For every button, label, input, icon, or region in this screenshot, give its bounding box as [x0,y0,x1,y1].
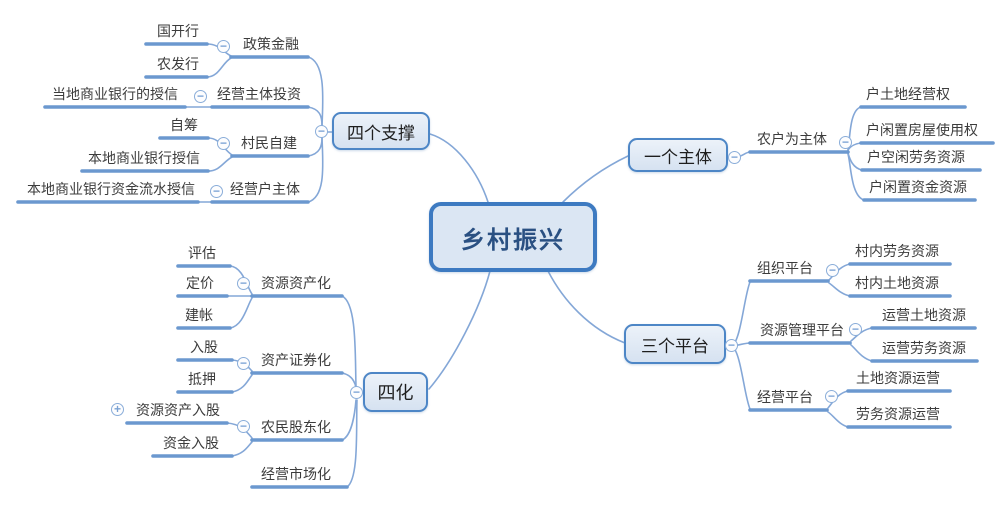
minus-icon: − [219,39,227,53]
minus-icon: − [219,136,227,150]
branch-node-label: 四化 [377,383,414,403]
branch-node-one-main-body[interactable]: 一个主体 [628,138,728,172]
topic-labor-operation[interactable]: 劳务资源运营 [856,406,940,422]
minus-icon: − [317,124,325,138]
collapse-toggle-operation-platform[interactable]: − [825,390,838,403]
topic-pricing[interactable]: 定价 [186,275,214,291]
topic-land-operation[interactable]: 土地资源运营 [856,370,940,386]
branch-node-four-izations[interactable]: 四化 [363,372,428,412]
topic-bookkeeping[interactable]: 建帐 [185,307,213,323]
topic-operator-investment[interactable]: 经营主体投资 [217,86,301,102]
root-node[interactable]: 乡村振兴 [429,202,597,272]
collapse-toggle-resource-capitalization[interactable]: − [237,277,250,290]
collapse-toggle-four-supports[interactable]: − [315,125,328,138]
minus-icon: − [239,419,247,433]
expand-toggle-resource-asset-shares[interactable]: + [111,403,124,416]
collapse-toggle-operator-investment[interactable]: − [194,90,207,103]
topic-farmer-shareholding[interactable]: 农民股东化 [261,419,331,435]
minus-icon: − [196,89,204,103]
topic-mortgage[interactable]: 抵押 [188,371,216,387]
topic-local-commercial-credit[interactable]: 本地商业银行授信 [88,150,200,166]
collapse-toggle-one-main-body[interactable]: − [728,151,741,164]
collapse-toggle-four-izations[interactable]: − [350,386,363,399]
minus-icon: − [239,276,247,290]
topic-asset-securitization[interactable]: 资产证券化 [261,352,331,368]
topic-cashflow-credit[interactable]: 本地商业银行资金流水授信 [27,181,195,197]
collapse-toggle-household-operator[interactable]: − [210,185,223,198]
topic-household-operator[interactable]: 经营户主体 [230,181,300,197]
collapse-toggle-farmer-shareholding[interactable]: − [237,420,250,433]
topic-idle-labor[interactable]: 户空闲劳务资源 [867,149,965,165]
branch-node-label: 三个平台 [641,336,709,356]
topic-idle-house-rights[interactable]: 户闲置房屋使用权 [866,122,978,138]
minus-icon: − [352,385,360,399]
topic-farmers-as-main-body[interactable]: 农户为主体 [757,131,827,147]
plus-icon: + [113,402,121,416]
topic-cdb-bank[interactable]: 国开行 [157,23,199,39]
collapse-toggle-policy-finance[interactable]: − [217,40,230,53]
minus-icon: − [212,184,220,198]
topic-policy-finance[interactable]: 政策金融 [243,36,299,52]
collapse-toggle-three-platforms[interactable]: − [725,339,738,352]
minus-icon: − [827,389,835,403]
topic-operation-platform[interactable]: 经营平台 [757,389,813,405]
topic-resource-capitalization[interactable]: 资源资产化 [261,275,331,291]
topic-land-rights[interactable]: 户土地经营权 [866,86,950,102]
branch-node-label: 一个主体 [644,147,712,167]
topic-resource-mgmt-platform[interactable]: 资源管理平台 [760,322,844,338]
branch-node-three-platforms[interactable]: 三个平台 [624,324,726,364]
topic-villager-self-build[interactable]: 村民自建 [241,135,297,151]
minus-icon: − [851,322,859,336]
topic-operate-labor[interactable]: 运营劳务资源 [882,340,966,356]
branch-node-four-supports[interactable]: 四个支撑 [332,112,430,150]
topic-underlines [16,42,995,489]
minus-icon: − [239,356,247,370]
topic-operate-land[interactable]: 运营土地资源 [882,307,966,323]
minus-icon: − [841,135,849,149]
topic-capital-shares[interactable]: 资金入股 [163,435,219,451]
topic-equity-entry[interactable]: 入股 [190,339,218,355]
root-node-label: 乡村振兴 [461,226,565,254]
topic-assessment[interactable]: 评估 [188,245,216,261]
collapse-toggle-asset-securitization[interactable]: − [237,357,250,370]
topic-self-funding[interactable]: 自筹 [170,117,198,133]
minus-icon: − [730,150,738,164]
topic-resource-asset-shares[interactable]: 资源资产入股 [136,402,220,418]
branch-curves [184,43,873,488]
branch-node-label: 四个支撑 [347,123,415,143]
topic-village-land[interactable]: 村内土地资源 [855,275,939,291]
collapse-toggle-resource-mgmt-platform[interactable]: − [849,323,862,336]
topic-idle-capital[interactable]: 户闲置资金资源 [869,179,967,195]
topic-village-labor[interactable]: 村内劳务资源 [855,243,939,259]
collapse-toggle-villager-self-build[interactable]: − [217,137,230,150]
topic-organization-platform[interactable]: 组织平台 [757,260,813,276]
collapse-toggle-farmers-as-main-body[interactable]: − [839,136,852,149]
topic-adbc-bank[interactable]: 农发行 [157,56,199,72]
topic-local-bank-credit[interactable]: 当地商业银行的授信 [52,86,178,102]
collapse-toggle-organization-platform[interactable]: − [826,264,839,277]
minus-icon: − [727,338,735,352]
minus-icon: − [828,263,836,277]
topic-market-operation[interactable]: 经营市场化 [261,466,331,482]
